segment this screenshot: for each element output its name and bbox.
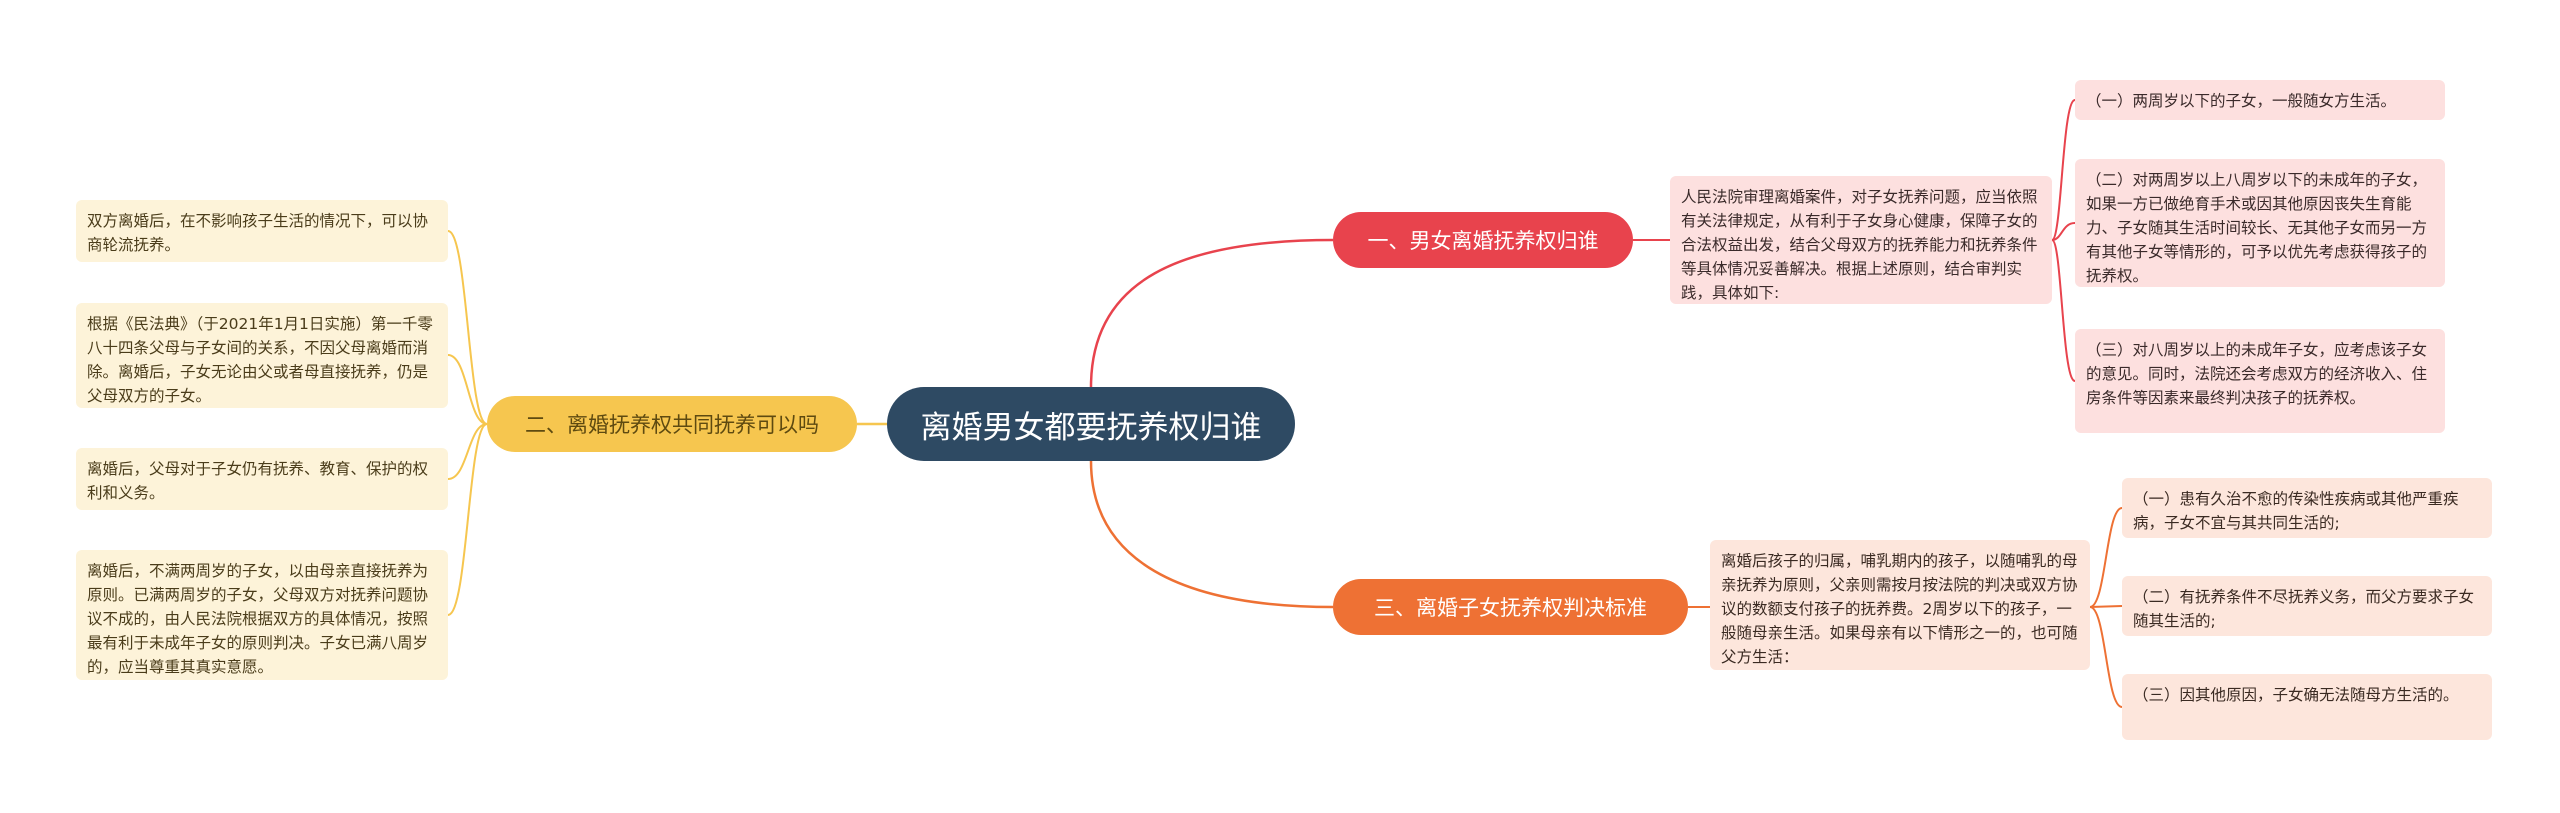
edge-branch-two-y2 (447, 354, 488, 425)
branch-one-item-3[interactable]: （三）对八周岁以上的未成年子女，应考虑该子女的意见。同时，法院还会考虑双方的经济… (2075, 329, 2445, 433)
edge-root-branch-three (1089, 460, 1334, 609)
branch-three-node[interactable]: 三、离婚子女抚养权判决标准 (1333, 579, 1688, 635)
branch-two-item-4[interactable]: 离婚后，不满两周岁的子女，以由母亲直接抚养为原则。已满两周岁的子女，父母双方对抚… (76, 550, 448, 680)
edge-desc-or-1 (2089, 507, 2123, 608)
branch-three-description[interactable]: 离婚后孩子的归属，哺乳期内的孩子，以随哺乳的母亲抚养为原则，父亲则需按月按法院的… (1710, 540, 2090, 670)
edge-branch-two-y1 (447, 230, 488, 425)
branch-one-item-1[interactable]: （一）两周岁以下的子女，一般随女方生活。 (2075, 80, 2445, 120)
branch-three-item-2[interactable]: （二）有抚养条件不尽抚养义务，而父方要求子女随其生活的; (2122, 576, 2492, 636)
edge-desc-red-1 (2051, 99, 2076, 241)
branch-two-item-2[interactable]: 根据《民法典》（于2021年1月1日实施）第一千零八十四条父母与子女间的关系，不… (76, 303, 448, 408)
edge-desc-or-3 (2089, 606, 2123, 708)
root-node[interactable]: 离婚男女都要抚养权归谁 (887, 387, 1295, 461)
branch-one-node[interactable]: 一、男女离婚抚养权归谁 (1333, 212, 1633, 268)
branch-two-item-1[interactable]: 双方离婚后，在不影响孩子生活的情况下，可以协商轮流抚养。 (76, 200, 448, 262)
branch-three-item-3[interactable]: （三）因其他原因，子女确无法随母方生活的。 (2122, 674, 2492, 740)
edge-branch-two-y4 (447, 423, 488, 616)
edge-root-branch-one (1089, 238, 1334, 388)
branch-three-item-1[interactable]: （一）患有久治不愈的传染性疾病或其他严重疾病，子女不宜与其共同生活的; (2122, 478, 2492, 538)
edge-desc-or-2 (2089, 605, 2123, 608)
edge-desc-red-2 (2051, 222, 2076, 241)
branch-two-node[interactable]: 二、离婚抚养权共同抚养可以吗 (487, 396, 857, 452)
edge-desc-red-3 (2051, 239, 2076, 382)
edge-branch-two-y3 (447, 423, 488, 480)
branch-two-item-3[interactable]: 离婚后，父母对于子女仍有抚养、教育、保护的权利和义务。 (76, 448, 448, 510)
branch-one-description[interactable]: 人民法院审理离婚案件，对子女抚养问题，应当依照有关法律规定，从有利于子女身心健康… (1670, 176, 2052, 304)
branch-one-item-2[interactable]: （二）对两周岁以上八周岁以下的未成年的子女，如果一方已做绝育手术或因其他原因丧失… (2075, 159, 2445, 287)
